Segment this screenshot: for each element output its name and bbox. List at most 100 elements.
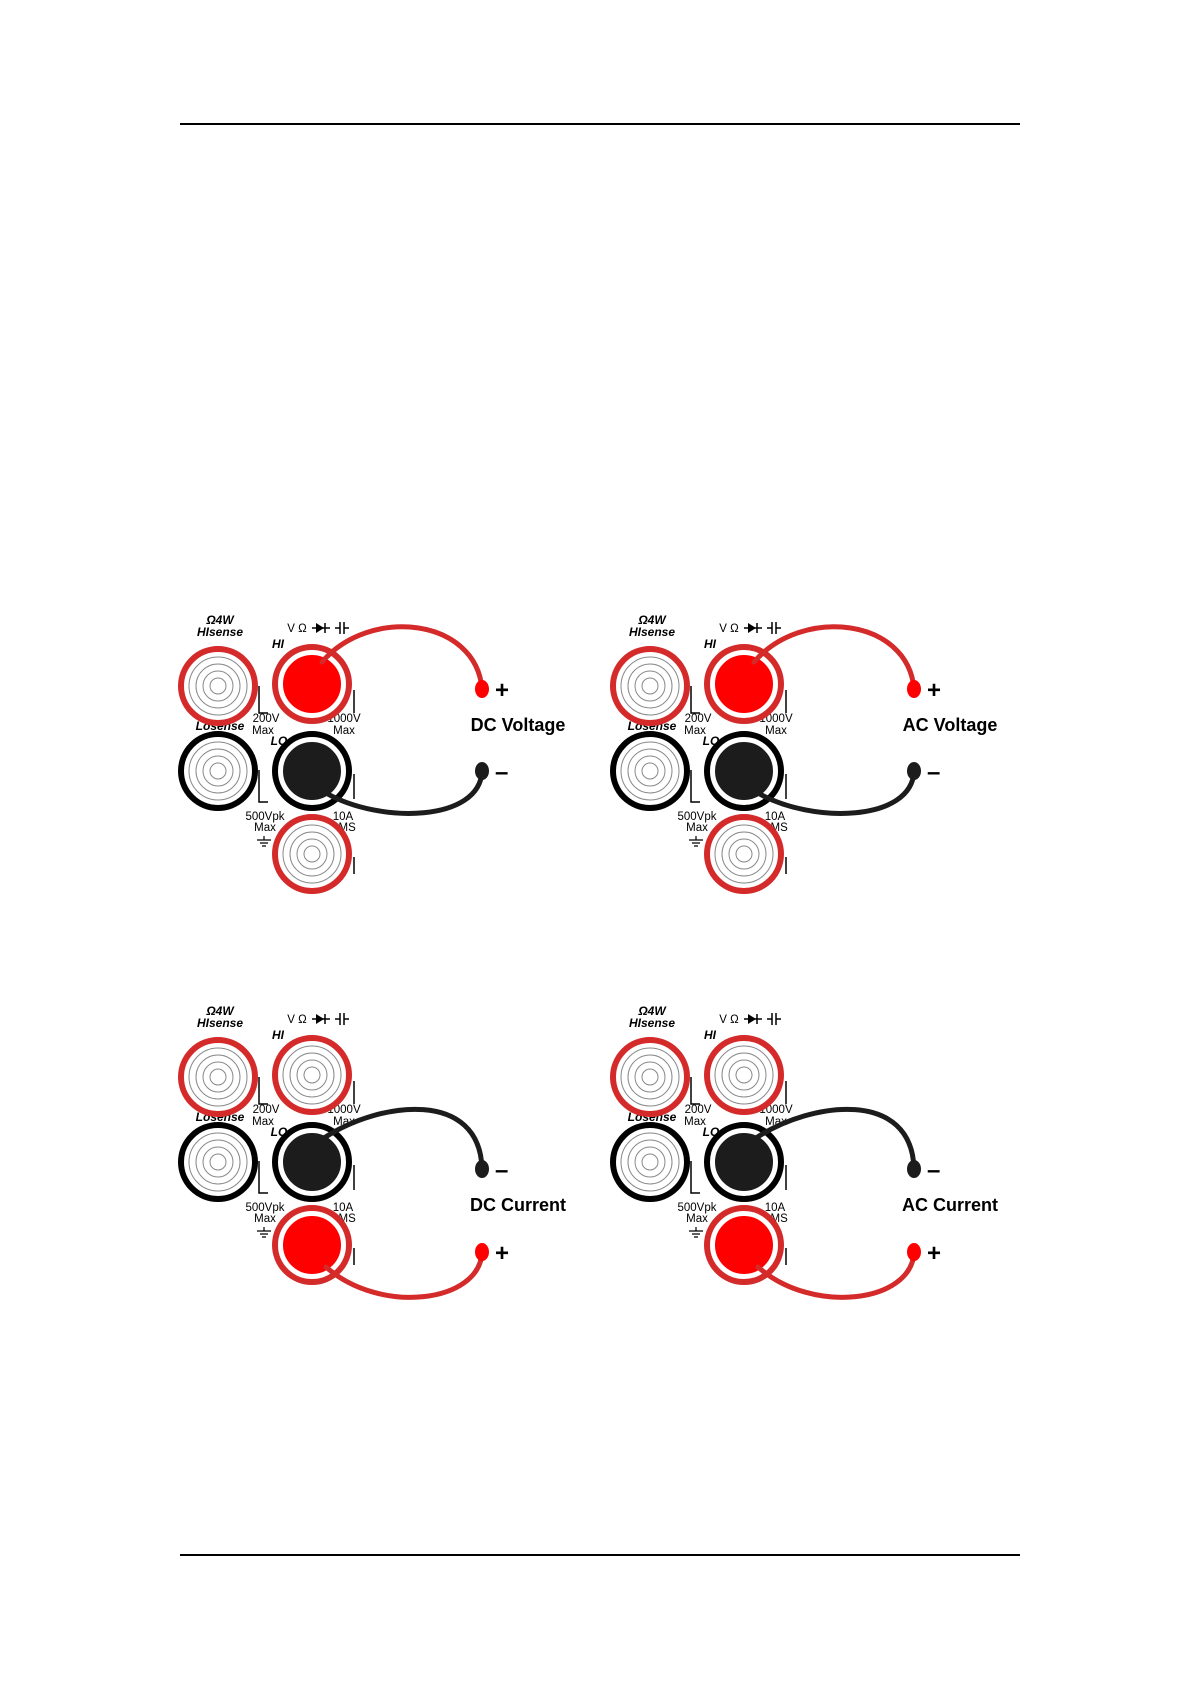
current-jack	[704, 814, 784, 894]
bracket-line	[258, 1077, 268, 1105]
red-probe-tip	[907, 1243, 921, 1261]
ground-icon	[257, 1227, 271, 1238]
a10-label: 10A	[765, 1202, 786, 1214]
v200-label: 200V	[685, 713, 712, 725]
hi-label: HI	[272, 1028, 285, 1042]
v500pk-label: 500Vpk	[245, 1202, 284, 1214]
v200-label: 200V	[685, 1104, 712, 1116]
red-test-lead	[323, 1249, 485, 1300]
polarity-sign: +	[495, 1240, 509, 1267]
red-test-lead	[319, 624, 485, 692]
footer-rule	[180, 1554, 1020, 1556]
black-probe-tip	[475, 1160, 489, 1178]
hisense-label: Ω4W	[637, 1004, 667, 1018]
bracket-line	[690, 770, 700, 803]
hisense-jack	[178, 646, 258, 726]
polarity-sign: –	[495, 759, 508, 786]
v200-label: 200V	[253, 1104, 280, 1116]
panel-title: DC Current	[470, 1195, 566, 1215]
hisense-label: HIsense	[629, 1016, 675, 1030]
hi-jack	[704, 1035, 784, 1115]
hi-label: HI	[704, 1028, 717, 1042]
max-label: Max	[684, 725, 706, 737]
bracket-line	[258, 1161, 268, 1194]
v-ohm-label: V Ω	[719, 623, 739, 635]
v500pk-label: 500Vpk	[677, 1202, 716, 1214]
bracket-line	[690, 1161, 700, 1194]
capacitor-icon	[767, 1013, 781, 1025]
max-label: Max	[686, 1213, 708, 1225]
v500pk-label: 500Vpk	[245, 811, 284, 823]
losense-jack	[178, 1122, 258, 1202]
panel-title: DC Voltage	[471, 715, 566, 735]
hisense-label: HIsense	[197, 625, 243, 639]
bracket-line	[258, 686, 268, 714]
black-probe-tip	[907, 762, 921, 780]
capacitor-icon	[335, 622, 349, 634]
hi-jack	[272, 644, 352, 724]
black-probe-tip	[475, 762, 489, 780]
losense-jack	[610, 731, 690, 811]
hisense-label: HIsense	[197, 1016, 243, 1030]
bracket-line	[690, 1077, 700, 1105]
hi-jack	[272, 1035, 352, 1115]
polarity-sign: +	[495, 677, 509, 704]
diode-icon	[312, 623, 330, 633]
bracket-line	[258, 770, 268, 803]
capacitor-icon	[767, 622, 781, 634]
diode-icon	[744, 1014, 762, 1024]
a10-label: 10A	[333, 811, 354, 823]
polarity-sign: –	[495, 1157, 508, 1184]
black-test-lead	[755, 768, 917, 816]
black-test-lead	[753, 1106, 917, 1172]
bracket-line	[690, 686, 700, 714]
ground-icon	[689, 836, 703, 847]
hisense-jack	[610, 646, 690, 726]
max-label: Max	[252, 725, 274, 737]
v-ohm-label: V Ω	[287, 1014, 307, 1026]
lo-jack	[704, 731, 784, 811]
capacitor-icon	[335, 1013, 349, 1025]
red-probe-tip	[475, 1243, 489, 1261]
hisense-label: Ω4W	[205, 1004, 235, 1018]
max-label: Max	[686, 822, 708, 834]
current-jack	[272, 1205, 352, 1285]
red-probe-tip	[475, 680, 489, 698]
red-test-lead	[751, 624, 917, 692]
hi-label: HI	[272, 637, 285, 651]
lo-jack	[272, 1122, 352, 1202]
panel-title: AC Current	[902, 1195, 998, 1215]
hi-label: HI	[704, 637, 717, 651]
a10-label: 10A	[765, 811, 786, 823]
hi-jack	[704, 644, 784, 724]
max-label: Max	[254, 1213, 276, 1225]
max-label: Max	[684, 1116, 706, 1128]
red-test-lead	[755, 1249, 917, 1300]
polarity-sign: +	[927, 677, 941, 704]
ground-icon	[689, 1227, 703, 1238]
v-ohm-label: V Ω	[287, 623, 307, 635]
max-label: Max	[765, 725, 787, 737]
header-rule	[180, 123, 1020, 125]
hisense-jack	[610, 1037, 690, 1117]
polarity-sign: +	[927, 1240, 941, 1267]
a10-label: 10A	[333, 1202, 354, 1214]
hisense-label: HIsense	[629, 625, 675, 639]
losense-jack	[178, 731, 258, 811]
black-probe-tip	[907, 1160, 921, 1178]
current-jack	[704, 1205, 784, 1285]
black-test-lead	[323, 768, 485, 816]
lo-jack	[704, 1122, 784, 1202]
lo-jack	[272, 731, 352, 811]
v500pk-label: 500Vpk	[677, 811, 716, 823]
hisense-label: Ω4W	[637, 613, 667, 627]
ground-icon	[257, 836, 271, 847]
polarity-sign: –	[927, 1157, 940, 1184]
diode-icon	[312, 1014, 330, 1024]
diode-icon	[744, 623, 762, 633]
